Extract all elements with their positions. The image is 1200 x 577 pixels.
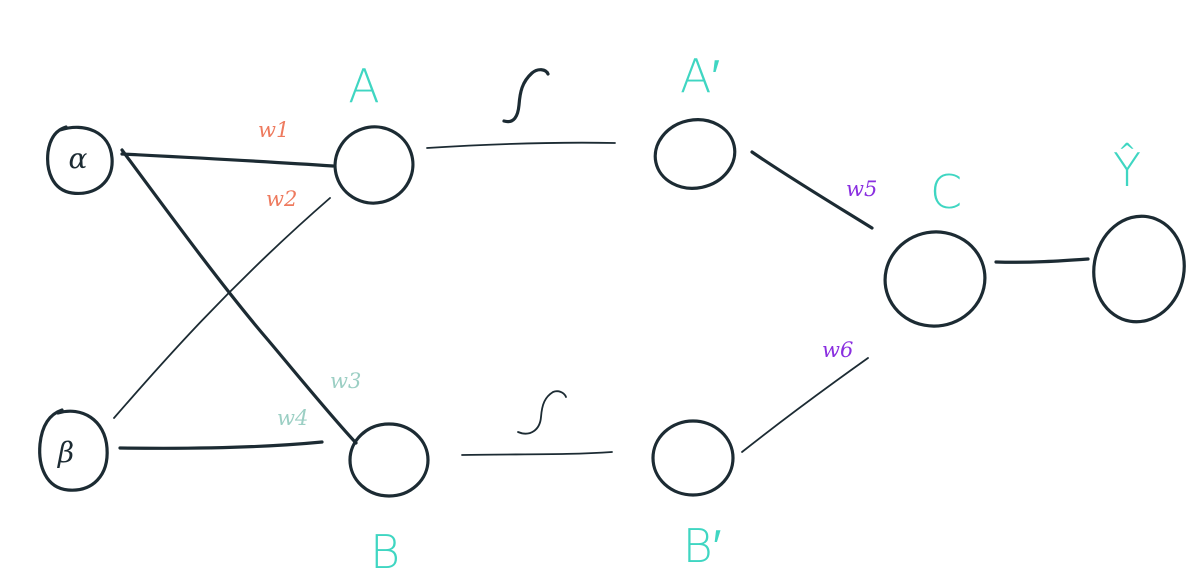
edge-c-to-y-hat (994, 257, 1090, 264)
node-label-y-hat: Ŷ (1113, 142, 1141, 197)
weight-label-w5: w5 (846, 177, 877, 201)
weight-label-w3: w3 (330, 369, 361, 393)
hidden-node-a (333, 125, 415, 205)
edge-alpha-to-a (120, 152, 335, 168)
edge-beta-to-a (113, 197, 331, 419)
node-label-a-prime: A′ (680, 49, 720, 103)
edge-a-prime-to-c (750, 150, 874, 230)
weight-label-w2: w2 (266, 187, 297, 211)
node-label-c: C (930, 165, 962, 219)
edge-b-prime-to-c (741, 357, 869, 453)
prediction-node-y-hat (1092, 214, 1186, 324)
edge-alpha-to-b (120, 148, 358, 445)
weight-label-w4: w4 (277, 406, 308, 430)
input-label-alpha: α (69, 142, 88, 175)
input-node-beta (38, 408, 109, 492)
edge-a-to-a-prime (426, 141, 616, 149)
node-label-a: A (348, 59, 379, 113)
weight-label-w1: w1 (258, 118, 289, 142)
edge-beta-to-b (118, 440, 324, 450)
hidden-node-b (348, 422, 430, 498)
input-label-beta: β (57, 436, 74, 469)
activation-symbol-bottom (517, 390, 567, 435)
output-node-c (883, 230, 987, 328)
input-node-alpha (46, 125, 114, 195)
activation-symbol-top (502, 68, 550, 124)
weight-label-w6: w6 (822, 338, 853, 362)
activated-node-a-prime (653, 118, 737, 190)
node-label-b: B (370, 525, 400, 577)
node-label-b-prime: B′ (683, 519, 722, 573)
activated-node-b-prime (651, 419, 735, 497)
edge-b-to-b-prime (461, 451, 613, 456)
